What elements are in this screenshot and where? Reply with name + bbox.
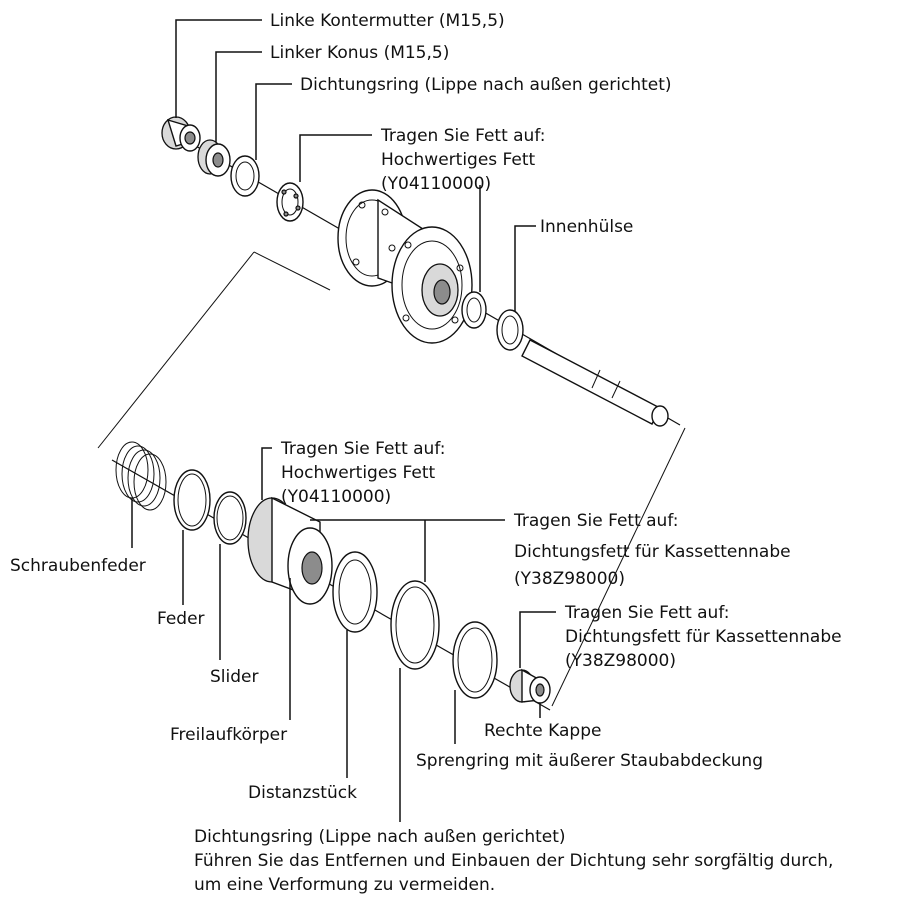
label-grease-4-line3: (Y38Z98000) (565, 651, 676, 671)
label-grease-2-line3: (Y04110000) (281, 487, 391, 507)
label-right-cap: Rechte Kappe (484, 721, 601, 741)
bearing-left (276, 182, 304, 222)
frame-line-left (97, 251, 255, 449)
label-grease-3-line1: Tragen Sie Fett auf: (513, 511, 678, 531)
slider-ring (213, 491, 247, 545)
label-slider: Slider (210, 667, 258, 687)
hub-shell (337, 189, 473, 344)
label-spring: Feder (157, 609, 205, 629)
label-grease-1-line2: Hochwertiges Fett (381, 150, 536, 170)
leader-left-locknut (175, 19, 262, 118)
label-freehub-body: Freilaufkörper (170, 725, 287, 745)
spring-ring (173, 469, 211, 531)
label-coil-spring: Schraubenfeder (10, 556, 146, 576)
label-grease-4-line1: Tragen Sie Fett auf: (564, 603, 729, 623)
frame-line-right (551, 427, 686, 707)
label-seal-bottom-line1: Dichtungsring (Lippe nach außen gerichte… (194, 827, 566, 847)
coil-spring (115, 441, 167, 511)
label-left-cone: Linker Konus (M15,5) (270, 43, 449, 63)
leader-grease-2 (261, 447, 272, 500)
label-grease-1-line3: (Y04110000) (381, 174, 491, 194)
label-inner-sleeve: Innenhülse (540, 217, 633, 237)
bearing-right (461, 291, 487, 329)
label-grease-1-line1: Tragen Sie Fett auf: (380, 126, 545, 146)
leader-grease-1 (299, 134, 372, 182)
left-locknut (161, 116, 201, 152)
leader-seal-ring-top (255, 83, 292, 160)
label-grease-3-line3: (Y38Z98000) (514, 569, 625, 589)
label-snap-ring: Sprengring mit äußerer Staubabdeckung (416, 751, 763, 771)
label-left-locknut: Linke Kontermutter (M15,5) (270, 11, 505, 31)
seal-ring-bottom (390, 580, 440, 670)
seal-ring-top (230, 155, 260, 197)
frame-line-top (253, 251, 331, 291)
label-seal-bottom-line3: um eine Verformung zu vermeiden. (194, 875, 495, 895)
axle (521, 339, 669, 427)
spacer-ring (332, 551, 378, 633)
inner-sleeve (496, 309, 524, 351)
right-cap (509, 668, 551, 704)
label-grease-4-line2: Dichtungsfett für Kassettennabe (565, 627, 842, 647)
leader-left-cone (215, 51, 262, 142)
label-seal-ring-top: Dichtungsring (Lippe nach außen gerichte… (300, 75, 672, 95)
leader-grease-4 (519, 611, 556, 668)
freehub-body (247, 496, 333, 605)
label-seal-bottom-line2: Führen Sie das Entfernen und Einbauen de… (194, 851, 833, 871)
left-cone (197, 139, 231, 177)
label-grease-2-line1: Tragen Sie Fett auf: (280, 439, 445, 459)
leader-inner-sleeve (514, 225, 536, 311)
label-spacer: Distanzstück (248, 783, 357, 803)
snap-ring (452, 621, 498, 699)
label-grease-3-line2: Dichtungsfett für Kassettennabe (514, 542, 791, 562)
label-grease-2-line2: Hochwertiges Fett (281, 463, 436, 483)
